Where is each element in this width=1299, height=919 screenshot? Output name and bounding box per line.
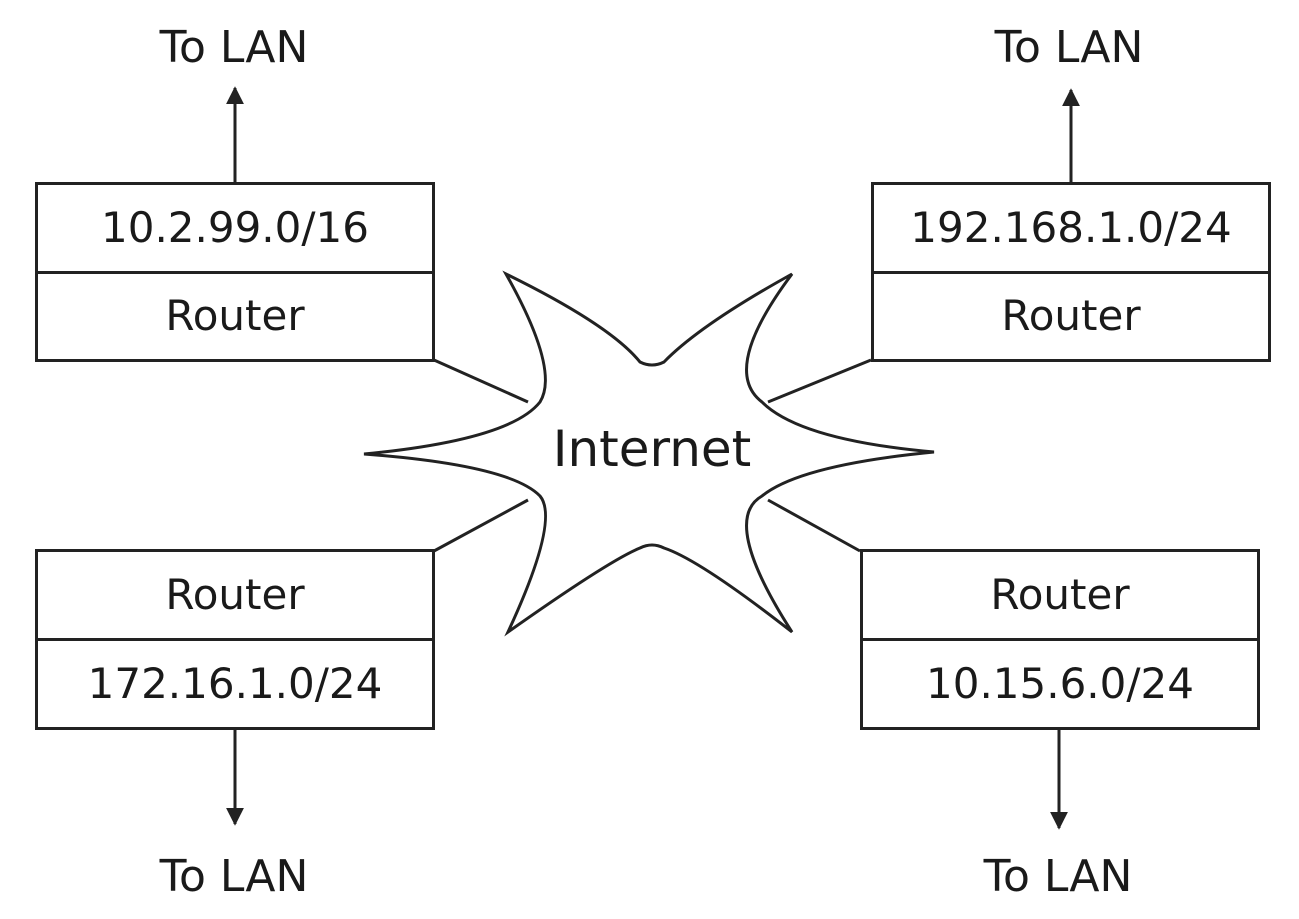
router-label: Router bbox=[874, 270, 1268, 360]
network-address: 10.15.6.0/24 bbox=[863, 638, 1257, 727]
lan-label-top-left: To LAN bbox=[159, 22, 309, 73]
internet-cloud-shape bbox=[363, 270, 935, 637]
link-bottom-left bbox=[433, 498, 529, 553]
router-box-bottom-left: Router 172.16.1.0/24 bbox=[35, 549, 435, 730]
network-address: 10.2.99.0/16 bbox=[101, 202, 369, 252]
router-box-top-right: 192.168.1.0/24 Router bbox=[871, 182, 1271, 362]
internet-label: Internet bbox=[552, 420, 752, 478]
lan-label-bottom-right: To LAN bbox=[983, 851, 1133, 902]
router-label: Router bbox=[38, 270, 432, 360]
network-address: 172.16.1.0/24 bbox=[38, 638, 432, 727]
router-box-top-left: 10.2.99.0/16 Router bbox=[35, 182, 435, 362]
lan-label-top-right: To LAN bbox=[994, 22, 1144, 73]
router-label: Router bbox=[165, 570, 305, 619]
lan-label-bottom-left: To LAN bbox=[159, 851, 309, 902]
link-bottom-right bbox=[767, 498, 861, 553]
router-box-bottom-right: Router 10.15.6.0/24 bbox=[860, 549, 1260, 730]
network-address: 192.168.1.0/24 bbox=[910, 202, 1232, 252]
link-top-right bbox=[767, 358, 872, 404]
router-label: Router bbox=[990, 570, 1130, 619]
link-top-left bbox=[433, 358, 529, 404]
